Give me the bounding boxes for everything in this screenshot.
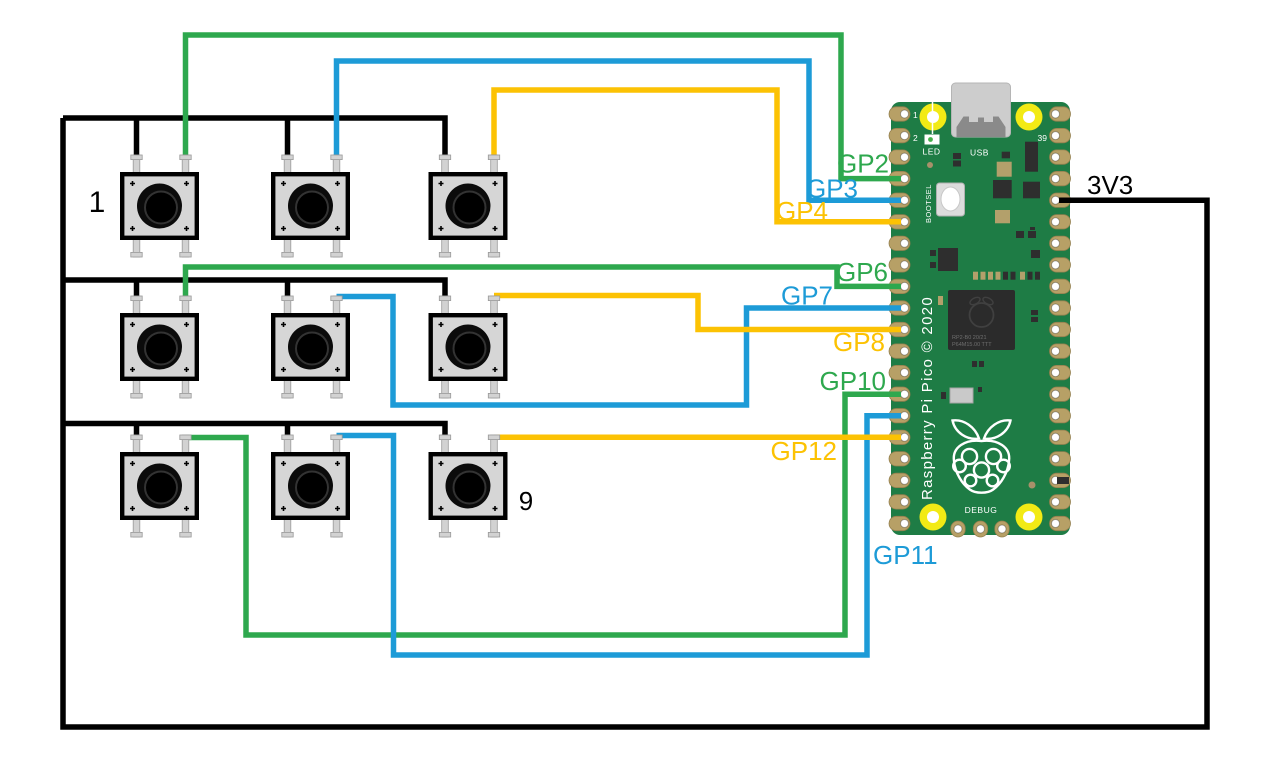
label-gp7: GP7 bbox=[781, 281, 833, 311]
pico-debug-pins bbox=[950, 520, 1010, 538]
label-gp2: GP2 bbox=[837, 149, 889, 179]
wire-gp11 bbox=[336, 412, 901, 658]
debug-label: DEBUG bbox=[965, 505, 998, 515]
button-9-label: 9 bbox=[519, 486, 533, 516]
wire-gp6 bbox=[182, 264, 901, 297]
raspberry-pi-logo bbox=[951, 419, 1012, 494]
label-gp12: GP12 bbox=[771, 436, 838, 466]
wire-gp2 bbox=[182, 32, 901, 182]
copyright-label: Raspberry Pi Pico © 2020 bbox=[919, 296, 936, 500]
label-gp11: GP11 bbox=[873, 540, 938, 570]
wire-gp8 bbox=[494, 292, 901, 333]
usb-label: USB bbox=[970, 148, 989, 158]
label-gp4: GP4 bbox=[776, 196, 828, 226]
raspberry-pi-pico-board: RP2-B0 20/21 P64M15.00 TTT 1 2 39 LED US… bbox=[888, 82, 1071, 538]
pin2-number: 2 bbox=[913, 133, 918, 143]
label-gp3: GP3 bbox=[806, 174, 858, 204]
bootsel-button bbox=[936, 182, 965, 217]
wire-gp10 bbox=[185, 391, 901, 638]
button-matrix bbox=[122, 155, 505, 537]
rp2040-chip: RP2-B0 20/21 P64M15.00 TTT bbox=[948, 290, 1015, 350]
chip-marking-line1: RP2-B0 20/21 bbox=[952, 335, 987, 341]
wire-gp4 bbox=[491, 87, 901, 225]
pin1-number: 1 bbox=[913, 110, 918, 120]
usb-connector bbox=[951, 82, 1011, 138]
chip-marking-line2: P64M15.00 TTT bbox=[952, 342, 992, 348]
label-gp6: GP6 bbox=[836, 257, 888, 287]
wire-gp3 bbox=[333, 58, 901, 203]
label-3v3: 3V3 bbox=[1087, 170, 1133, 200]
label-gp10: GP10 bbox=[820, 366, 887, 396]
test-point bbox=[927, 162, 933, 168]
led bbox=[924, 134, 940, 145]
pin39-number: 39 bbox=[1038, 133, 1048, 143]
button-1-label: 1 bbox=[89, 186, 106, 219]
column-wires bbox=[182, 32, 901, 658]
bootsel-label: BOOTSEL bbox=[924, 184, 933, 223]
row-wires-black bbox=[60, 115, 1210, 730]
smd-components bbox=[930, 141, 1069, 489]
label-gp8: GP8 bbox=[833, 327, 885, 357]
led-label: LED bbox=[922, 147, 940, 157]
wire-gp7 bbox=[336, 293, 901, 408]
